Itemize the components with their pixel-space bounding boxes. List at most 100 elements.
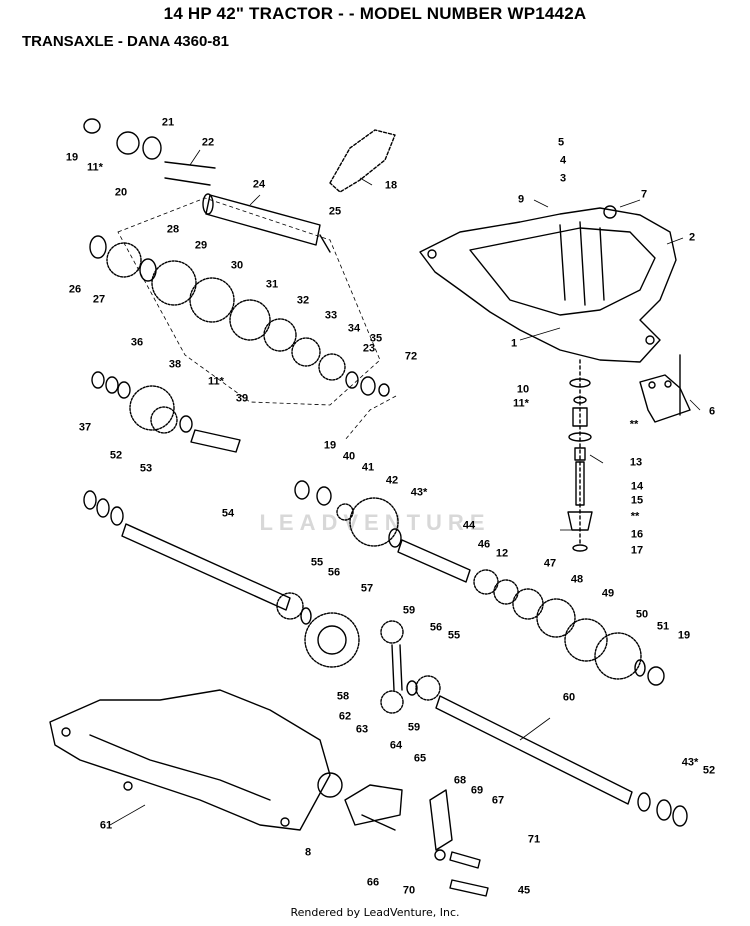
countershaft-44-drawing: [397, 539, 665, 686]
callout-11b: 11*: [87, 161, 103, 174]
callout-51: 51: [656, 620, 670, 633]
brake-shaft-drawing: [202, 193, 331, 253]
footer-credit: Rendered by LeadVenture, Inc.: [290, 906, 460, 919]
callout-36: 36: [130, 336, 144, 349]
callout-28: 28: [166, 223, 180, 236]
callout-24: 24: [252, 178, 266, 191]
callout-2: 2: [688, 231, 696, 244]
axle-shaft-54-drawing: [83, 490, 360, 668]
callout-19c: 19: [677, 629, 691, 642]
callout-16: 16: [630, 528, 644, 541]
gear-stack-drawing: [89, 235, 390, 397]
callout-11c: 11*: [208, 375, 224, 388]
callout-38: 38: [168, 358, 182, 371]
chain-drawing: [329, 129, 396, 193]
callout-34: 34: [347, 322, 361, 335]
shift-lever-drawing: [639, 354, 691, 423]
callout-26: 26: [68, 283, 82, 296]
callout-30: 30: [230, 259, 244, 272]
callout-40: 40: [342, 450, 356, 463]
callout-56b: 56: [429, 621, 443, 634]
callout-72: 72: [404, 350, 418, 363]
callout-47: 47: [543, 557, 557, 570]
callout-18: 18: [384, 179, 398, 192]
callout-62: 62: [338, 710, 352, 723]
callout-11a: 11*: [513, 397, 529, 410]
callout-67: 67: [491, 794, 505, 807]
callout-7: 7: [640, 188, 648, 201]
callout-64: 64: [389, 739, 403, 752]
callout-37: 37: [78, 421, 92, 434]
callout-3: 3: [559, 172, 567, 185]
axle-shaft-60-drawing: [435, 695, 688, 827]
callout-54: 54: [221, 507, 235, 520]
callout-56a: 56: [327, 566, 341, 579]
callout-49: 49: [601, 587, 615, 600]
callout-39: 39: [235, 392, 249, 405]
callout-61: 61: [99, 819, 113, 832]
callout-53: 53: [139, 462, 153, 475]
callout-22: 22: [201, 136, 215, 149]
callout-70: 70: [402, 884, 416, 897]
callout-1: 1: [510, 337, 518, 350]
callout-55a: 55: [310, 556, 324, 569]
grouping-outline-2: [344, 395, 397, 441]
callout-20: 20: [114, 186, 128, 199]
callout-32: 32: [296, 294, 310, 307]
callout-23: 23: [362, 342, 376, 355]
callout-33: 33: [324, 309, 338, 322]
callout-60: 60: [562, 691, 576, 704]
callout-19a: 19: [65, 151, 79, 164]
callout-double-star-a: **: [629, 418, 639, 431]
callout-41: 41: [361, 461, 375, 474]
callout-4: 4: [559, 154, 567, 167]
callout-59b: 59: [407, 721, 421, 734]
callout-50: 50: [635, 608, 649, 621]
callout-12: 12: [495, 547, 509, 560]
callout-5: 5: [557, 136, 565, 149]
callout-29: 29: [194, 239, 208, 252]
callout-48: 48: [570, 573, 584, 586]
callout-46: 46: [477, 538, 491, 551]
callout-43b: 43*: [681, 756, 699, 769]
callout-52b: 52: [702, 764, 716, 777]
callout-66: 66: [366, 876, 380, 889]
differential-drawing: [380, 620, 441, 714]
callout-8: 8: [304, 846, 312, 859]
callout-10: 10: [516, 383, 530, 396]
watermark: LEADVENTURE: [259, 510, 491, 535]
brake-parts-drawing: [83, 118, 216, 186]
upper-housing-drawing: [419, 205, 677, 363]
callout-35: 35: [369, 332, 383, 345]
leader-lines: [109, 149, 701, 826]
callout-13: 13: [629, 456, 643, 469]
callout-58: 58: [336, 690, 350, 703]
callout-71: 71: [527, 833, 541, 846]
callout-52a: 52: [109, 449, 123, 462]
callout-6: 6: [708, 405, 716, 418]
callout-19b: 19: [323, 439, 337, 452]
callout-43a: 43*: [410, 486, 428, 499]
callout-31: 31: [265, 278, 279, 291]
callout-17: 17: [630, 544, 644, 557]
callout-44: 44: [462, 519, 476, 532]
callout-double-star-b: **: [630, 510, 640, 523]
page-title: 14 HP 42" TRACTOR - - MODEL NUMBER WP144…: [163, 4, 587, 23]
callout-27: 27: [92, 293, 106, 306]
input-shaft-assembly-drawing: [567, 359, 593, 552]
callout-55b: 55: [447, 629, 461, 642]
lower-housing-drawing: [49, 689, 331, 831]
callout-21: 21: [161, 116, 175, 129]
callout-65: 65: [413, 752, 427, 765]
callout-45: 45: [517, 884, 531, 897]
callout-25: 25: [328, 205, 342, 218]
callout-68: 68: [453, 774, 467, 787]
middle-row-parts-drawing: [294, 480, 402, 548]
callout-69: 69: [470, 784, 484, 797]
grouping-outline: [117, 197, 381, 406]
callout-9: 9: [517, 193, 525, 206]
callout-15: 15: [630, 494, 644, 507]
cluster-gear-drawing: [91, 371, 241, 453]
callout-63: 63: [355, 723, 369, 736]
